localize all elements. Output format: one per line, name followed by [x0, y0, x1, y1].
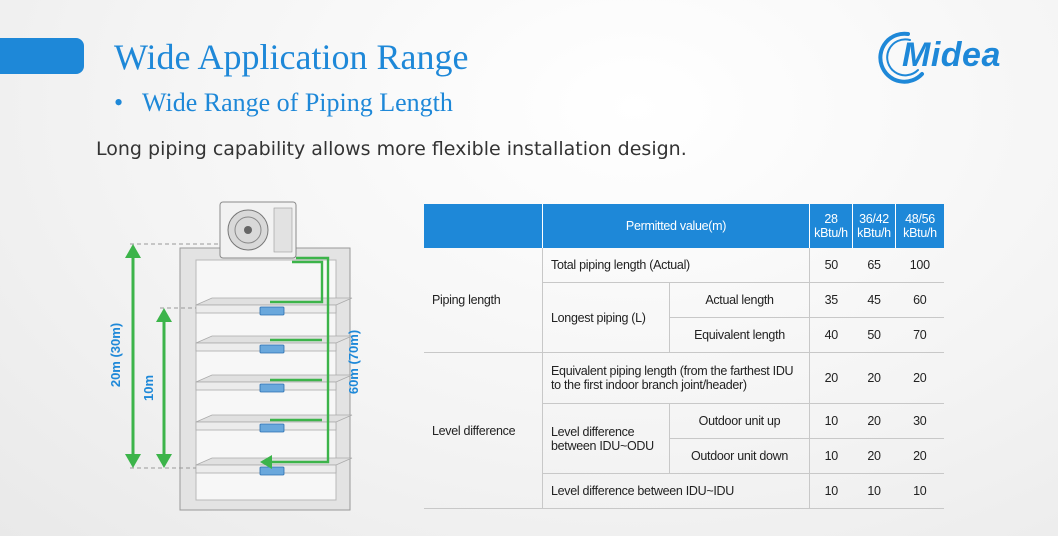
cell-value: 20 [852, 438, 896, 474]
dimension-guides [130, 243, 220, 469]
cell-value: 100 [895, 248, 944, 283]
pipe-arrow [260, 455, 272, 469]
cell-value: 50 [852, 317, 896, 353]
cell-value: 60 [895, 282, 944, 318]
row-label: Total piping length (Actual) [542, 248, 810, 283]
table-row: Longest piping (L) Actual length 35 45 6… [424, 282, 944, 353]
cell-value: 20 [895, 352, 944, 404]
row-label: Level difference between IDU~IDU [542, 473, 810, 509]
header-blank [424, 204, 543, 248]
cell-value: 40 [809, 317, 853, 353]
cell-value: 35 [809, 282, 853, 318]
table-row: Outdoor unit down 10 20 20 [424, 438, 944, 474]
indoor-units [259, 306, 285, 476]
refrigerant-piping [268, 256, 330, 464]
cell-value: 20 [852, 403, 896, 439]
table-row: Level difference between IDU~ODU Outdoor… [424, 403, 944, 474]
group-piping-length: Piping length [424, 248, 543, 353]
table-row: Level difference Equivalent piping lengt… [424, 352, 944, 509]
page-subtitle: • Wide Range of Piping Length [114, 88, 453, 118]
accent-bar [0, 38, 84, 74]
header-48-56kbtu: 48/56 kBtu/h [895, 204, 944, 248]
row-label: Outdoor unit down [669, 438, 810, 474]
page-description: Long piping capability allows more flexi… [96, 138, 687, 160]
header-36-42kbtu: 36/42 kBtu/h [852, 204, 896, 248]
label-pipe-length: 60m (70m) [346, 330, 361, 394]
bullet: • [114, 88, 124, 117]
cell-value: 70 [895, 317, 944, 353]
row-label: Equivalent piping length (from the farth… [542, 352, 810, 404]
row-label: Outdoor unit up [669, 403, 810, 439]
header-permitted-value: Permitted value(m) [542, 204, 810, 248]
cell-value: 10 [852, 473, 896, 509]
cell-value: 45 [852, 282, 896, 318]
row-label: Equivalent length [669, 317, 810, 353]
cell-value: 65 [852, 248, 896, 283]
table-row: Piping length Total piping length (Actua… [424, 248, 944, 353]
table-row: Equivalent length 40 50 70 [424, 317, 944, 353]
subgroup-level-idu-odu: Level difference between IDU~ODU [542, 403, 670, 474]
subgroup-longest-piping: Longest piping (L) [542, 282, 670, 353]
table-header-row: Permitted value(m) 28 kBtu/h 36/42 kBtu/… [424, 204, 944, 248]
midea-logo: Midea [872, 28, 1024, 86]
cell-value: 20 [852, 352, 896, 404]
label-total-height: 20m (30m) [108, 323, 123, 387]
row-label: Actual length [669, 282, 810, 318]
table-row: Level difference between IDU~IDU 10 10 1… [424, 473, 944, 509]
cell-value: 20 [895, 438, 944, 474]
subtitle-text: Wide Range of Piping Length [142, 88, 453, 117]
cell-value: 20 [809, 352, 853, 404]
midea-logo-swoosh-icon [878, 31, 924, 84]
header-28kbtu: 28 kBtu/h [809, 204, 853, 248]
cell-value: 10 [809, 473, 853, 509]
outdoor-unit [219, 201, 297, 259]
building-piping-illustration: 20m (30m) 10m 60m (70m) [108, 201, 361, 511]
cell-value: 10 [895, 473, 944, 509]
cell-value: 10 [809, 438, 853, 474]
label-level-height: 10m [141, 375, 156, 401]
cell-value: 10 [809, 403, 853, 439]
height-arrow-total [125, 244, 141, 468]
cell-value: 50 [809, 248, 853, 283]
midea-logo-text: Midea [902, 36, 1001, 74]
cell-value: 30 [895, 403, 944, 439]
piping-spec-table: Permitted value(m) 28 kBtu/h 36/42 kBtu/… [424, 204, 944, 509]
page-title: Wide Application Range [114, 37, 469, 77]
group-level-difference: Level difference [424, 352, 543, 509]
height-arrow-level [156, 308, 172, 468]
